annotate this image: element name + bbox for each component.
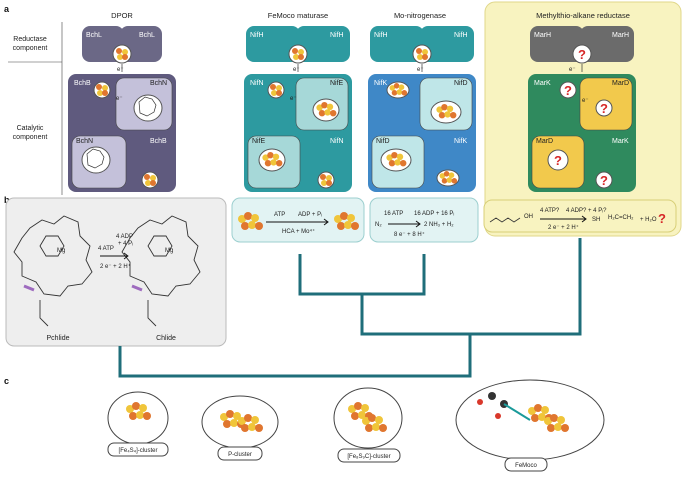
methylthio-product-unknown: ? xyxy=(658,211,666,226)
methylthio-title: Methylthio-alkane reductase xyxy=(536,11,630,20)
reductase-row-label: Reductase xyxy=(13,36,47,43)
fe-moco-adp-label: ADP + Pᵢ xyxy=(298,212,322,218)
dpor-enzyme: DPOR BchL BchL e⁻ BchB BchN BchN BchB e⁻ xyxy=(68,11,176,192)
cluster-p: P-cluster xyxy=(201,395,279,461)
cluster-p-label: P-cluster xyxy=(228,452,252,458)
fe-moco-nife-bottom-label: NifE xyxy=(252,138,266,145)
methylthio-reductase-unknown: ? xyxy=(578,47,586,62)
fe-moco-nifh-right-label: NifH xyxy=(330,32,344,39)
fe-moco-reaction-box xyxy=(231,197,365,243)
mo-nitrogenase-nifh-left-label: NifH xyxy=(374,32,388,39)
methylthio-unknown-1: ? xyxy=(564,83,572,98)
catalytic-row-label-2: component xyxy=(13,134,48,141)
dpor-reductase-cluster xyxy=(112,44,132,64)
dpor-bchb-bottom-label: BchB xyxy=(150,138,167,145)
methylthio-water-label: + H₂O xyxy=(640,217,657,223)
methylthio-sh-label: SH xyxy=(592,217,600,223)
nitrogenase-n2-label: N₂ xyxy=(375,222,382,228)
methylthio-oh-label: OH xyxy=(524,214,533,220)
pchlide-label: Pchlide xyxy=(47,335,70,342)
mo-nitrogenase-enzyme: Mo-nitrogenase NifH NifH e⁻ NifK NifD Ni… xyxy=(368,11,476,192)
panel-label-c: c xyxy=(4,376,9,386)
cluster-femoco-label: FeMoco xyxy=(515,463,537,469)
mo-nitrogenase-nifh-right-label: NifH xyxy=(454,32,468,39)
phylogenetic-tree xyxy=(118,238,582,378)
mo-nitrogenase-electron-label: e⁻ xyxy=(417,67,424,73)
methylthio-mark-bottom-label: MarK xyxy=(612,138,629,145)
dpor-adp-label: 4 ADP xyxy=(116,234,133,240)
fe-moco-enzyme: FeMoco maturase NifH NifH e⁻ NifN NifE N… xyxy=(244,11,352,192)
reductase-row-label-2: component xyxy=(13,45,48,52)
cluster-fe4s4-label: [Fe₄S₄]-cluster xyxy=(119,448,158,454)
fe-moco-nifn-bottom-label: NifN xyxy=(330,138,344,145)
cluster-femoco: FeMoco xyxy=(455,379,605,472)
nitrogenase-electrons-label: 8 e⁻ + 8 H⁺ xyxy=(394,231,425,238)
dpor-bchn-bottom-label: BchN xyxy=(76,138,93,145)
mo-nitrogenase-nifd-top-label: NifD xyxy=(454,80,468,87)
methylthio-catalytic-electron: e⁻ xyxy=(582,98,589,104)
dpor-substrate-bottom xyxy=(81,146,111,174)
methylthio-reaction-box xyxy=(483,199,677,233)
mo-nitrogenase-reaction-box xyxy=(369,197,479,243)
methylthio-mard-top-label: MarD xyxy=(612,80,629,87)
methylthio-unknown-3: ? xyxy=(554,153,562,168)
methylthio-marh-left-label: MarH xyxy=(534,32,551,39)
dpor-electrons-label: 2 e⁻ + 2 H⁺ xyxy=(100,263,131,270)
fe-moco-cofactor-label: HCA + Mo⁴⁺ xyxy=(282,228,315,235)
methylthio-adp-label: 4 ADP? + 4 Pᵢ? xyxy=(566,208,607,214)
nitrogenase-atp-label: 16 ATP xyxy=(384,211,403,217)
methylthio-electron-label: e⁻ xyxy=(569,67,576,73)
dpor-bchn-top-label: BchN xyxy=(150,80,167,87)
nitrogenase-products-label: 2 NH₃ + H₂ xyxy=(424,222,454,228)
mo-nitrogenase-nifk-top-label: NifK xyxy=(374,80,388,87)
chlide-label: Chlide xyxy=(156,335,176,342)
methylthio-electrons-label: 2 e⁻ + 2 H⁺ xyxy=(548,224,579,231)
mo-nitrogenase-nifd-bottom-label: NifD xyxy=(376,138,390,145)
methylthio-enzyme: Methylthio-alkane reductase MarH MarH ? … xyxy=(528,11,636,192)
dpor-atp-label: 4 ATP xyxy=(98,246,114,252)
dpor-bchl-right-label: BchL xyxy=(139,32,155,39)
fe-moco-nife-top-label: NifE xyxy=(330,80,344,87)
dpor-pi-label: + 4 Pᵢ xyxy=(118,241,133,247)
methylthio-unknown-2: ? xyxy=(600,101,608,116)
dpor-reaction-box xyxy=(5,197,227,347)
dpor-electron-label: e⁻ xyxy=(117,67,124,73)
fe-moco-catalytic-electron: e⁻ xyxy=(290,96,297,102)
panel-label-a: a xyxy=(4,4,10,14)
dpor-title: DPOR xyxy=(111,11,133,20)
dpor-reaction xyxy=(13,215,201,327)
dpor-bchl-left-label: BchL xyxy=(86,32,102,39)
chlide-mg: Mg xyxy=(165,248,173,254)
cluster-fe8s9c-label: [Fe₈S₉C]-cluster xyxy=(347,454,390,460)
nitrogenase-adp-label: 16 ADP + 16 Pᵢ xyxy=(414,211,454,217)
methylthio-atp-label: 4 ATP? xyxy=(540,208,560,214)
fe-moco-title: FeMoco maturase xyxy=(268,11,328,20)
panel-label-b: b xyxy=(4,195,10,205)
dpor-catalytic-electron: e⁻ xyxy=(116,96,123,102)
fe-moco-nifn-top-label: NifN xyxy=(250,80,264,87)
fe-moco-atp-label: ATP xyxy=(274,212,285,218)
methylthio-marh-right-label: MarH xyxy=(612,32,629,39)
cluster-fe8s9c: [Fe₈S₉C]-cluster xyxy=(333,387,403,463)
catalytic-row-label: Catalytic xyxy=(17,125,44,132)
pchlide-mg: Mg xyxy=(57,248,65,254)
methylthio-mark-top-label: MarK xyxy=(534,80,551,87)
dpor-bchb-top-label: BchB xyxy=(74,80,91,87)
dpor-substrate-top xyxy=(133,94,163,122)
methylthio-mard-bottom-label: MarD xyxy=(536,138,553,145)
fe-moco-nifh-left-label: NifH xyxy=(250,32,264,39)
mo-nitrogenase-nifk-bottom-label: NifK xyxy=(454,138,468,145)
mo-nitrogenase-title: Mo-nitrogenase xyxy=(394,11,446,20)
fe-moco-electron-label: e⁻ xyxy=(293,67,300,73)
methylthio-alkene-label: H₂C=CH₂ xyxy=(608,215,634,221)
methylthio-unknown-4: ? xyxy=(600,173,608,188)
cluster-fe4s4: [Fe₄S₄]-cluster xyxy=(107,391,169,457)
